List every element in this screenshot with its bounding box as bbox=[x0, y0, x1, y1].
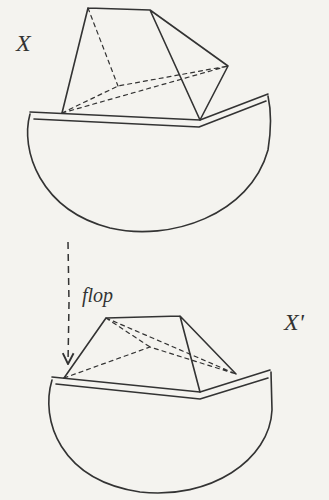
prism-edge bbox=[62, 8, 228, 120]
prism-hidden-edge bbox=[62, 8, 228, 113]
variety-region: X' bbox=[48, 366, 276, 496]
bowl-rim bbox=[34, 101, 266, 127]
prism-hidden-edge bbox=[64, 318, 236, 378]
variety-label: X bbox=[16, 31, 31, 55]
arrow-label: flop bbox=[82, 285, 113, 305]
variety-label: X' bbox=[284, 310, 304, 334]
bowl-rim bbox=[56, 378, 268, 399]
bowl-outline bbox=[49, 372, 272, 493]
bowl-rim bbox=[52, 370, 270, 392]
dashed-arrow bbox=[68, 242, 69, 364]
prism-edge bbox=[64, 316, 236, 392]
variety-region: X bbox=[10, 5, 272, 239]
bowl-outline bbox=[28, 96, 271, 232]
